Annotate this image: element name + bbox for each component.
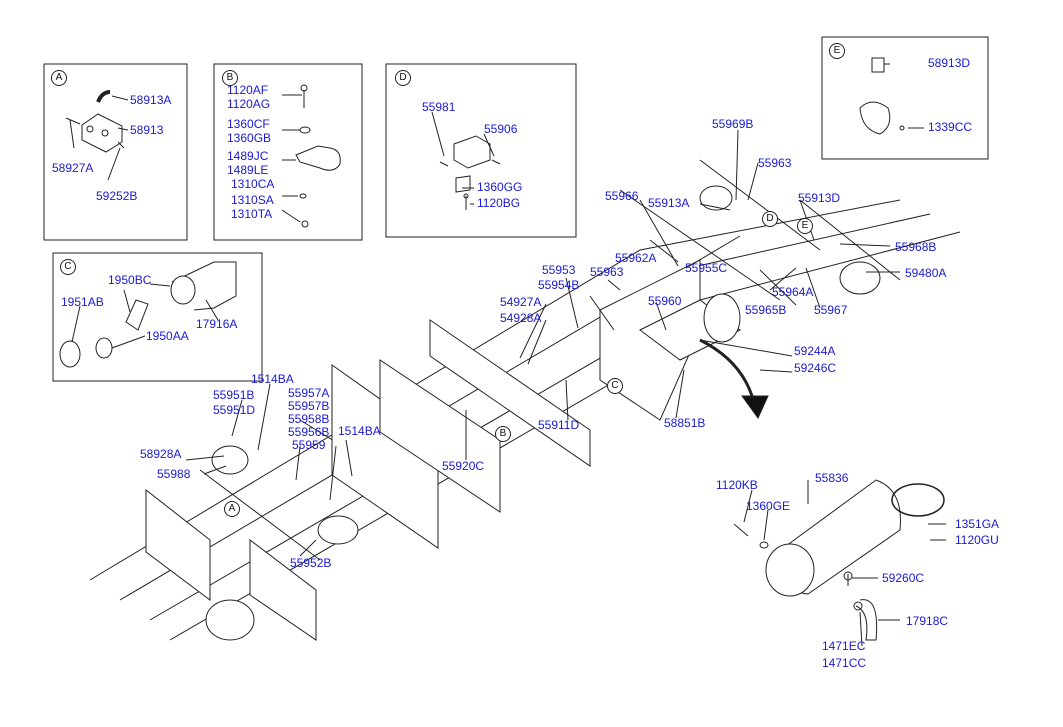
- part-label: 59252B: [96, 189, 138, 203]
- part-label: 59260C: [882, 571, 925, 585]
- part-label: 55959: [292, 438, 326, 452]
- part-label: 1360GG: [477, 180, 523, 194]
- part-label: 59246C: [794, 361, 837, 375]
- part-label: 55911D: [538, 418, 580, 432]
- callout-a-frame: A: [224, 501, 240, 517]
- part-label: 55952B: [290, 556, 332, 570]
- frame-rail: [89, 199, 901, 581]
- part-label: 1339CC: [928, 120, 973, 134]
- part-label: 1120AG: [227, 97, 271, 111]
- part-label: 59244A: [794, 344, 836, 358]
- part-label: 55920C: [442, 459, 485, 473]
- callout-d-frame: D: [762, 211, 778, 227]
- inset-box-c: [52, 252, 263, 382]
- inset-box-e: [821, 36, 989, 160]
- part-label: 58928A: [140, 447, 182, 461]
- part-label: 55966: [605, 189, 639, 203]
- part-label: 1950AA: [146, 329, 189, 343]
- part-label: 1471CC: [822, 656, 867, 670]
- part-label: 55957A: [288, 386, 330, 400]
- part-label: 55956B: [288, 425, 330, 439]
- part-label: 1120AF: [227, 83, 269, 97]
- part-label: 1351GA: [955, 517, 1000, 531]
- part-label: 1360GB: [227, 131, 272, 145]
- inset-box-a: [43, 63, 188, 241]
- part-label: 1120GU: [955, 533, 999, 547]
- part-label: 58913A: [130, 93, 172, 107]
- callout-e-box: E: [829, 43, 845, 59]
- part-label: 1310TA: [231, 207, 273, 221]
- part-label: 1951AB: [61, 295, 104, 309]
- part-label: 55957B: [288, 399, 330, 413]
- part-label: 55964A: [772, 285, 814, 299]
- part-label: 1514BA: [338, 424, 381, 438]
- inset-box-b: [213, 63, 363, 241]
- callout-c-box: C: [60, 259, 76, 275]
- callout-b-frame: B: [495, 426, 511, 442]
- part-label: 55967: [814, 303, 848, 317]
- part-label: 55953: [542, 263, 576, 277]
- part-label: 55963: [590, 265, 624, 279]
- part-label: 55955C: [685, 261, 728, 275]
- part-label: 55913A: [648, 196, 690, 210]
- part-label: 1514BA: [251, 372, 294, 386]
- part-label: 17916A: [196, 317, 238, 331]
- part-label: 55960: [648, 294, 682, 308]
- inset-box-d: [385, 63, 577, 238]
- part-label: 58913: [130, 123, 164, 137]
- part-label: 1360GE: [746, 499, 791, 513]
- part-label: 58927A: [52, 161, 94, 175]
- callout-b-box: B: [222, 70, 238, 86]
- part-label: 55836: [815, 471, 849, 485]
- part-label: 55962A: [615, 251, 657, 265]
- part-label: 54927A: [500, 295, 542, 309]
- callout-d-box: D: [395, 70, 411, 86]
- part-label: 1310CA: [231, 177, 275, 191]
- part-label: 55981: [422, 100, 456, 114]
- part-label: 55958B: [288, 412, 330, 426]
- part-label: 55906: [484, 122, 518, 136]
- part-label: 55965B: [745, 303, 787, 317]
- callout-e-frame: E: [797, 218, 813, 234]
- part-label: 55969B: [712, 117, 754, 131]
- part-label: 59480A: [905, 266, 947, 280]
- part-label: 1471EC: [822, 639, 866, 653]
- part-label: 1120KB: [716, 478, 758, 492]
- part-label: 55951D: [213, 403, 256, 417]
- part-label: 55954B: [538, 278, 580, 292]
- part-label: 1310SA: [231, 193, 274, 207]
- part-label: 54928A: [500, 311, 542, 325]
- part-label: 58851B: [664, 416, 706, 430]
- part-label: 17918C: [906, 614, 949, 628]
- callout-a-box: A: [51, 70, 67, 86]
- part-label: 55963: [758, 156, 792, 170]
- part-label: 58913D: [928, 56, 971, 70]
- callout-c-frame: C: [607, 378, 623, 394]
- part-label: 1489JC: [227, 149, 269, 163]
- part-label: 55968B: [895, 240, 937, 254]
- part-label: 1360CF: [227, 117, 270, 131]
- part-label: 1489LE: [227, 163, 269, 177]
- part-label: 1950BC: [108, 273, 152, 287]
- part-label: 55988: [157, 467, 191, 481]
- part-label: 1120BG: [477, 196, 521, 210]
- part-label: 55951B: [213, 388, 255, 402]
- part-label: 55913D: [798, 191, 841, 205]
